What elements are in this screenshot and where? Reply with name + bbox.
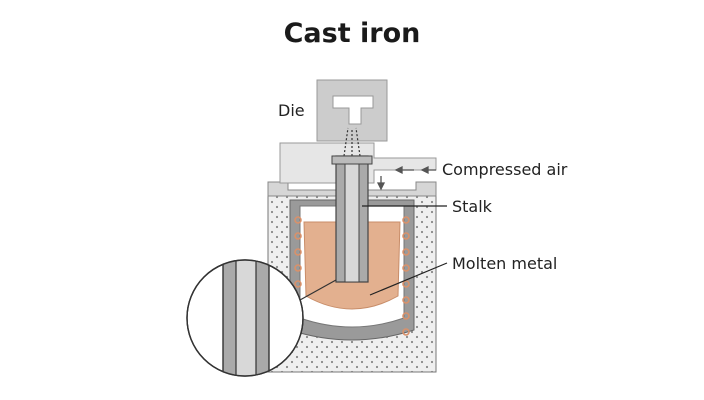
magnifier-lens [186, 259, 337, 377]
page-title: Cast iron [284, 18, 421, 49]
stalk-bore [344, 155, 360, 283]
molten-leader [369, 262, 448, 296]
sprue-path [343, 127, 361, 157]
stalk-cap [331, 155, 373, 165]
induction-coil-right [402, 216, 410, 336]
stalk-label: Stalk [452, 197, 493, 216]
arrow-icon [376, 165, 436, 191]
die-label: Die [278, 101, 305, 120]
die-cavity [332, 95, 374, 125]
induction-coil-left [294, 216, 302, 288]
molten-metal-label: Molten metal [452, 254, 557, 273]
compressed-air-label: Compressed air [442, 160, 568, 179]
furnace-lid [267, 181, 437, 197]
